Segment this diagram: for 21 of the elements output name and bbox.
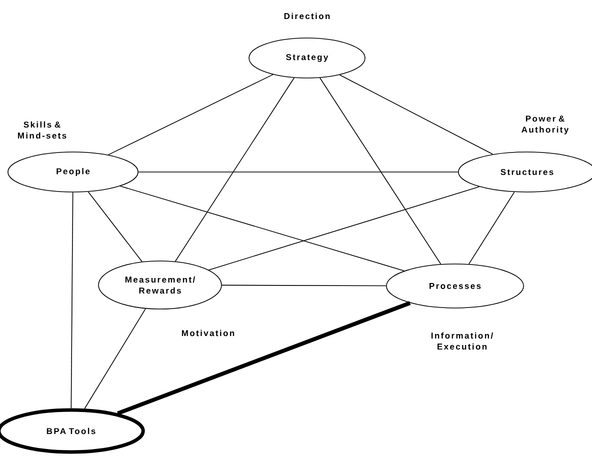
connector-line — [174, 78, 295, 262]
connector-line — [468, 192, 515, 264]
ellipse-node: People — [8, 152, 138, 192]
node-caption: Direction — [284, 12, 330, 20]
ellipse-node: Processes — [386, 264, 524, 308]
connector-line — [70, 192, 74, 409]
connector-line — [339, 74, 494, 155]
connector-line — [84, 308, 146, 410]
node-caption: Skills & Mind-sets — [18, 121, 66, 139]
connector-line — [116, 301, 411, 416]
node-caption: Power & Authority — [522, 116, 569, 134]
connector-line — [320, 78, 442, 264]
connector-line — [108, 74, 274, 156]
connector-line — [222, 284, 386, 286]
connector-line — [88, 191, 142, 262]
ellipse-node: Strategy — [248, 38, 366, 78]
connector-line — [120, 186, 405, 272]
ellipse-node: Measurement/ Rewards — [98, 260, 222, 310]
node-caption: Motivation — [182, 330, 234, 336]
node-caption: Information/ Execution — [431, 332, 494, 350]
connector-line — [208, 186, 480, 270]
